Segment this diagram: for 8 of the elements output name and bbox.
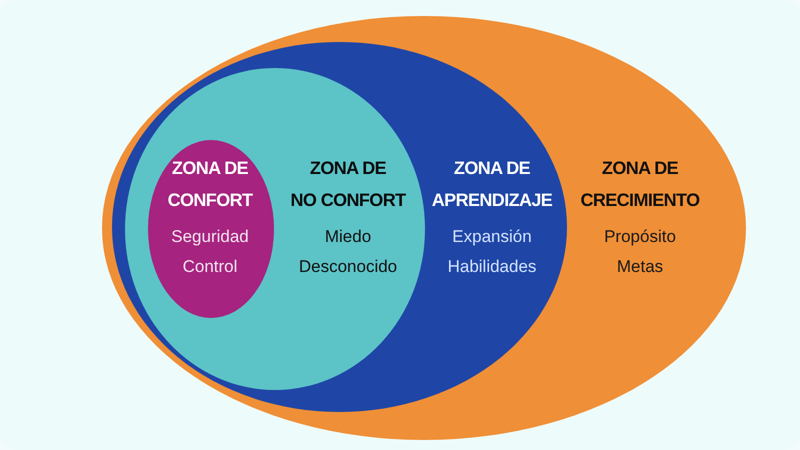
zone-title: ZONA DE APRENDIZAJE [430,157,554,212]
zone-title: ZONA DE CONFORT [166,157,254,212]
zone-title: ZONA DE NO CONFORT [290,157,407,212]
zone-description: Expansión Habilidades [448,226,536,278]
zone-title: ZONA DE CRECIMIENTO [579,157,701,212]
zone-description: Seguridad Control [171,226,249,278]
zone-description: Miedo Desconocido [298,226,398,278]
zone-description: Propósito Metas [604,226,676,278]
